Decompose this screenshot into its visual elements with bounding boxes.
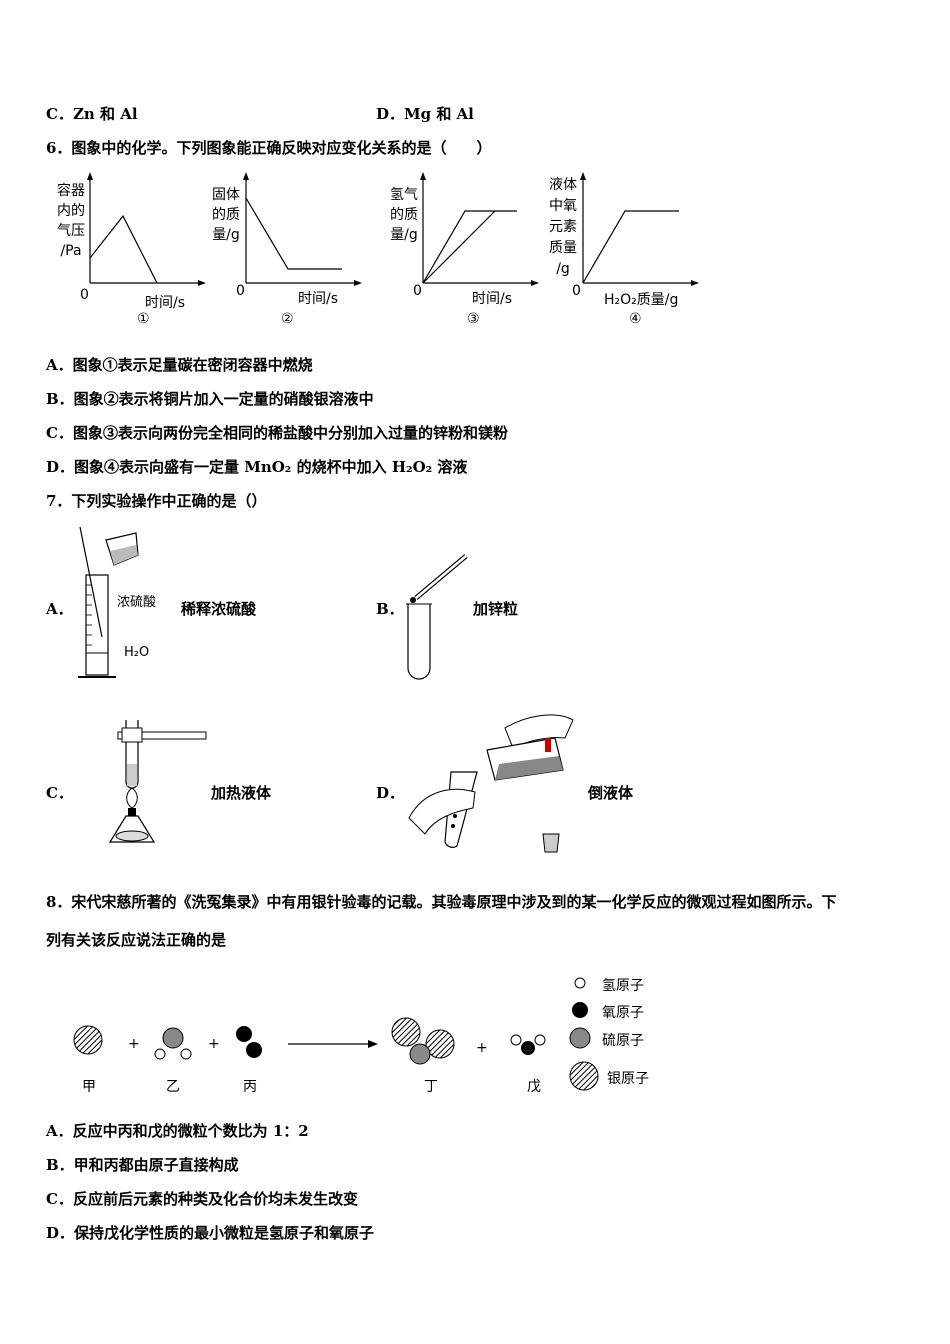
graph1-number: ① [137, 311, 150, 327]
legend-hydrogen-label: 氢原子 [602, 978, 644, 994]
silver-atom [425, 1029, 455, 1059]
graph4 [580, 172, 699, 286]
graph3-curve-fast [422, 210, 517, 284]
silver-atom [391, 1017, 421, 1047]
q8-stem-line1: 8．宋代宋慈所著的《洗冤集录》中有用银针验毒的记载。其验毒原理中涉及到的某一化学… [46, 893, 837, 911]
plus-1: + [128, 1036, 140, 1052]
species-jia: 甲 [82, 1079, 96, 1095]
graph4-xlabel: H₂O₂质量/g [604, 292, 679, 308]
q7-c-letter: C． [46, 784, 73, 802]
legend-sulfur-label: 硫原子 [602, 1033, 644, 1049]
legend-silver-label: 银原子 [607, 1071, 649, 1087]
reaction-diagram: + + + [73, 977, 599, 1091]
legend-silver-icon [569, 1061, 599, 1091]
q7-a-letter: A． [46, 600, 73, 618]
species-yi: 乙 [166, 1079, 180, 1095]
oxygen-atom [236, 1026, 252, 1042]
oxygen-atom [246, 1042, 262, 1058]
q7-d-label: 倒液体 [588, 784, 634, 802]
q6-stem: 6．图象中的化学。下列图象能正确反映对应变化关系的是（ ） [46, 139, 492, 157]
legend-oxygen-label: 氧原子 [602, 1005, 644, 1021]
species-wu: 戊 [527, 1079, 541, 1095]
water-label: H₂O [124, 645, 150, 660]
graph1-ylabel: 容器内的气压/Pa [57, 183, 85, 259]
q8-option-a: A．反应中丙和戊的微粒个数比为 1：2 [46, 1122, 309, 1140]
graph1 [87, 172, 206, 286]
graph2-ylabel: 固体的质量/g [212, 187, 240, 243]
species-bing: 丙 [243, 1079, 257, 1095]
hydrogen-atom [154, 1048, 166, 1060]
graph2 [243, 172, 362, 286]
graph1-xlabel: 时间/s [145, 295, 186, 311]
silver-atom-jia [73, 1025, 103, 1055]
graph3-xlabel: 时间/s [472, 291, 513, 307]
graph3-number: ③ [467, 311, 480, 327]
q7-d-letter: D． [376, 784, 405, 802]
q7-b-label: 加锌粒 [473, 600, 519, 618]
legend-sulfur-icon [569, 1027, 591, 1049]
graph4-origin: 0 [572, 283, 581, 299]
q7-a-label: 稀释浓硫酸 [181, 600, 257, 618]
graph1-origin: 0 [80, 287, 89, 303]
zinc-tube-illustration [406, 554, 468, 680]
graph1-curve [89, 214, 158, 284]
graph2-curve [245, 197, 342, 270]
graph3-ylabel: 氢气的质量/g [390, 187, 418, 243]
graph3-curve-slow [422, 210, 496, 284]
sulfur-atom [162, 1027, 184, 1049]
hydrogen-atom [534, 1034, 546, 1046]
species-ding: 丁 [424, 1079, 438, 1095]
legend-hydrogen-icon [574, 977, 586, 989]
graph4-ylabel: 液体中氧元素质量/g [549, 177, 577, 277]
q5-option-c: C．Zn 和 Al [46, 105, 138, 123]
graph4-curve [582, 210, 679, 284]
sulfur-atom [409, 1043, 431, 1065]
graph2-origin: 0 [236, 283, 245, 299]
q7-c-label: 加热液体 [211, 784, 272, 802]
q6-option-d: D．图象④表示向盛有一定量 MnO₂ 的烧杯中加入 H₂O₂ 溶液 [46, 458, 468, 476]
q6-option-c: C．图象③表示向两份完全相同的稀盐酸中分别加入过量的锌粉和镁粉 [46, 424, 508, 442]
graph3 [420, 172, 539, 286]
heating-illustration [108, 720, 207, 843]
q8-stem-line2: 列有关该反应说法正确的是 [46, 931, 227, 949]
graph4-number: ④ [629, 311, 642, 327]
q7-stem: 7．下列实验操作中正确的是（） [46, 492, 267, 510]
plus-2: + [208, 1036, 220, 1052]
pouring-illustration [408, 714, 574, 853]
plus-3: + [476, 1040, 488, 1056]
q8-option-d: D．保持戊化学性质的最小微粒是氢原子和氧原子 [46, 1224, 375, 1242]
q8-option-b: B．甲和丙都由原子直接构成 [46, 1156, 239, 1174]
q7-b-letter: B． [376, 600, 404, 618]
q6-option-a: A．图象①表示足量碳在密闭容器中燃烧 [46, 356, 313, 374]
q5-option-d: D．Mg 和 Al [376, 105, 474, 123]
q8-option-c: C．反应前后元素的种类及化合价均未发生改变 [46, 1190, 358, 1208]
hydrogen-atom [510, 1034, 522, 1046]
hydrogen-atom [180, 1048, 192, 1060]
oxygen-atom [521, 1041, 535, 1055]
acid-label: 浓硫酸 [117, 595, 157, 610]
legend-oxygen-icon [572, 1002, 588, 1018]
graph3-origin: 0 [413, 283, 422, 299]
graph2-number: ② [281, 311, 294, 327]
dilute-acid-illustration [78, 526, 139, 678]
graph2-xlabel: 时间/s [298, 291, 339, 307]
q6-option-b: B．图象②表示将铜片加入一定量的硝酸银溶液中 [46, 390, 374, 408]
